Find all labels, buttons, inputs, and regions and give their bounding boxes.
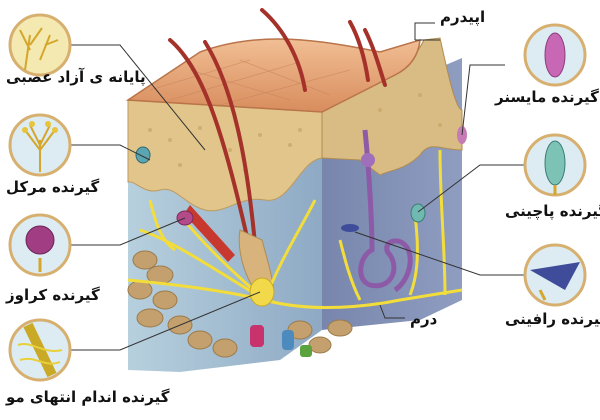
label-hair-root: گیرنده اندام انتهای مو (6, 388, 170, 406)
arrector-muscle (184, 205, 235, 262)
label-pacinian: گیرنده پاچینی (505, 202, 600, 220)
sweat-gland (358, 129, 413, 293)
label-ruffini: گیرنده رافینی (505, 310, 600, 328)
label-meissner: گیرنده مایسنر (495, 88, 599, 106)
label-dermis: درم (410, 310, 438, 328)
inset-pacinian (523, 133, 587, 197)
label-free-nerve-endings: پایانه ی آزاد عصبی (6, 68, 146, 86)
skin-surface (125, 38, 421, 113)
epidermis-texture (148, 93, 442, 172)
ruffini-ending (341, 224, 359, 232)
gland-duct (361, 153, 375, 167)
fat-cells (127, 250, 353, 358)
label-merkel: گیرنده مرکل (6, 178, 100, 196)
inset-merkel (8, 113, 72, 177)
inset-krause (8, 213, 72, 277)
label-epidermis: اپیدرم (440, 8, 486, 26)
merkel-disc (135, 146, 151, 164)
inset-free-nerve-endings (8, 13, 72, 77)
inset-meissner (523, 23, 587, 87)
inset-hair-root (8, 318, 72, 382)
skin-lines (149, 59, 351, 106)
blood-vessels (250, 325, 312, 357)
leader-lines (70, 22, 525, 351)
hair-root-nerve-net (249, 277, 275, 307)
inset-ruffini (523, 243, 587, 307)
pacinian-corpuscle (410, 203, 426, 223)
label-krause: گیرنده کراوز (6, 286, 100, 304)
